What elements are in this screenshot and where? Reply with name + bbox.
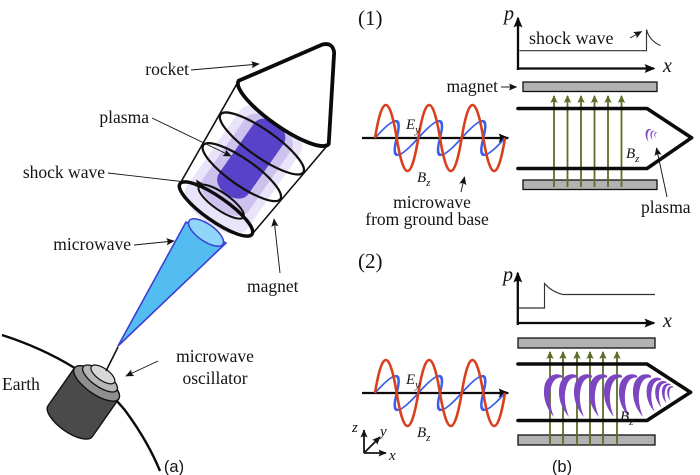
field-arrows-1 — [550, 95, 626, 187]
oscillator-antenna — [105, 346, 119, 372]
ey-label-1: Ey — [405, 117, 420, 136]
microwave-wave-2 — [362, 358, 510, 428]
body-ring-upper — [218, 111, 306, 176]
plasma-label-1: plasma — [641, 197, 691, 217]
x-axis-label: x — [388, 448, 396, 464]
magnet-shell-right-edge — [251, 143, 330, 235]
panel-a-caption: (a) — [164, 458, 184, 475]
x-axis-label-2: x — [662, 310, 672, 332]
nose-cone — [236, 42, 337, 148]
p-axis-label-2: p — [501, 264, 513, 286]
magnet-bar-bottom-2 — [517, 434, 656, 446]
source-label-line1: microwave — [393, 192, 471, 212]
z-axis-label: z — [351, 420, 358, 436]
b-field-wave-2 — [373, 358, 507, 428]
x-axis-label-1: x — [662, 55, 672, 77]
microwave-wave-1 — [362, 103, 510, 173]
ey-label-2: Ey — [405, 372, 420, 391]
plasma-crescent — [661, 383, 671, 404]
thruster-wall-top-1 — [516, 106, 694, 140]
oscillator-label-line2: oscillator — [182, 368, 247, 388]
source-leader — [459, 176, 467, 193]
source-label-line2: from ground base — [365, 209, 489, 229]
magnet-bar-bottom-1 — [522, 179, 658, 191]
thruster-wall-bottom-1 — [516, 136, 694, 171]
bz-label-1: Bz — [417, 170, 431, 189]
plasma-core — [217, 118, 286, 199]
plasma-leader-line — [151, 117, 232, 157]
magnet-leader-line — [271, 218, 281, 274]
rocket-assembly — [177, 42, 337, 238]
oscillator-label-line1: microwave — [176, 346, 254, 366]
bz-channel-label-2: Bz — [620, 409, 634, 428]
body-ring-lower — [201, 142, 283, 203]
y-axis-label: y — [378, 424, 387, 440]
thruster-wall-top-2 — [516, 362, 693, 395]
panel-2: (2) p x — [351, 249, 693, 475]
panel-b-caption: (b) — [552, 458, 572, 475]
magnet-shell-left-edge — [179, 80, 240, 185]
panel-b-schematics: (1) p x shock wave magnet Bz — [351, 3, 694, 475]
plasma-crescent — [667, 386, 674, 401]
microwave-label: microwave — [53, 234, 131, 254]
panel-a-rocket-illustration: rocket plasma shock wave microwave magne… — [1, 42, 337, 475]
shock-wave-label: shock wave — [23, 162, 105, 182]
microwave-oscillator-device — [46, 364, 121, 440]
microwave-beam-cap — [187, 218, 225, 247]
rocket-leader-line — [190, 61, 260, 71]
shock-annotation-arrow — [629, 31, 643, 39]
plasma-crescent — [654, 131, 658, 139]
bz-channel-label-1: Bz — [626, 146, 640, 165]
microwave-leader-line — [133, 238, 175, 246]
field-arrows-2 — [546, 351, 621, 446]
plasma-crescent — [650, 130, 655, 141]
pressure-profile-2 — [518, 281, 655, 309]
magnet-label-1: magnet — [446, 76, 498, 96]
panel-1: (1) p x shock wave magnet Bz — [358, 3, 694, 229]
panel-1-tag: (1) — [358, 6, 383, 30]
p-axis-label-1: p — [502, 3, 514, 25]
panel-2-tag: (2) — [358, 249, 383, 273]
magnet-label: magnet — [247, 276, 299, 296]
earth-label: Earth — [2, 374, 40, 394]
earth-surface-arc — [1, 333, 162, 472]
magnet-bar-top-2 — [517, 337, 656, 349]
bz-label-2: Bz — [417, 425, 431, 444]
shock-wave-leader-line — [107, 172, 204, 187]
oscillator-leader-line — [125, 360, 159, 377]
thruster-wall-bottom-2 — [516, 390, 693, 423]
oscillator-body — [46, 366, 120, 440]
shock-wave-annotation: shock wave — [529, 28, 613, 48]
pressure-profile-1 — [519, 29, 661, 52]
plasma-label: plasma — [99, 107, 149, 127]
y-axis-arrow — [363, 436, 381, 454]
magnet-bar-top-1 — [522, 81, 658, 93]
plasma-crescent — [645, 128, 652, 142]
plasma-leader-1 — [654, 147, 668, 198]
rocket-label: rocket — [145, 59, 189, 79]
b-field-wave-1 — [373, 103, 507, 173]
coordinate-triad: z y x — [351, 420, 396, 464]
